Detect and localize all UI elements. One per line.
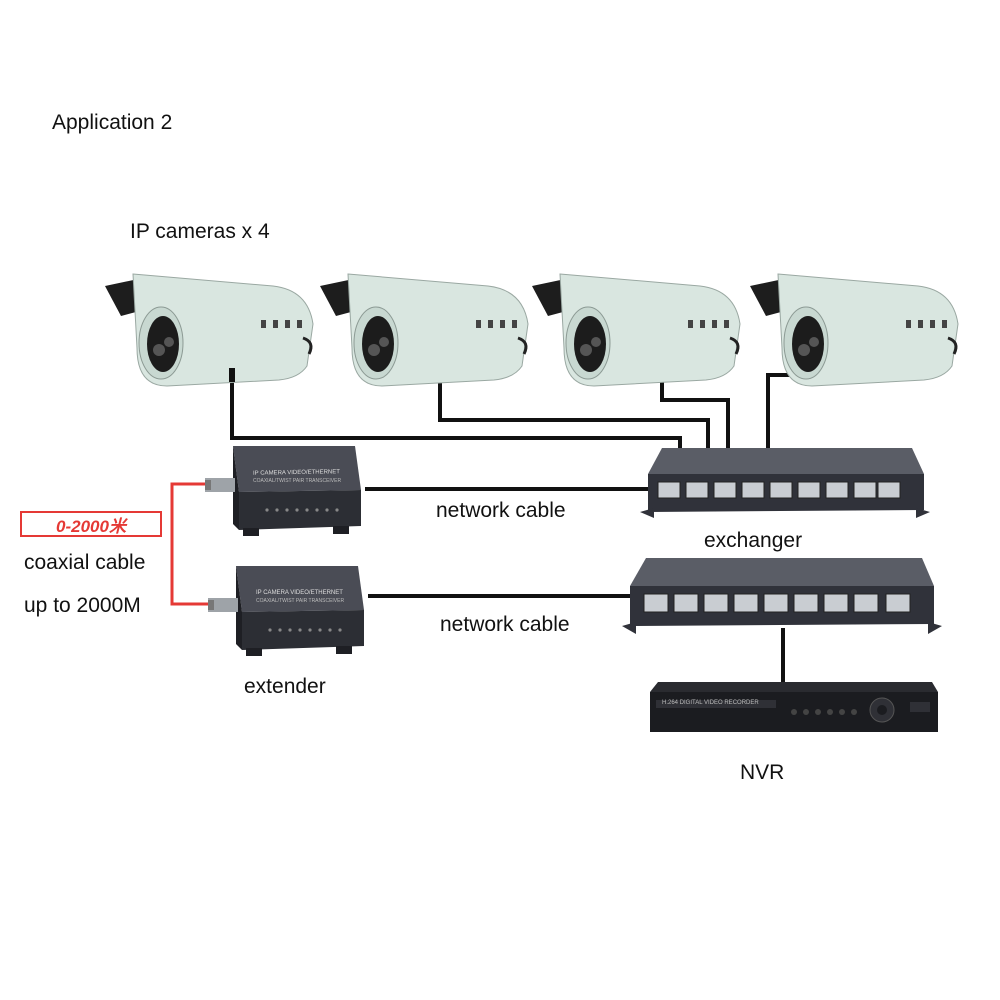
ip-camera-1 <box>103 268 323 408</box>
extender-1: IP CAMERA VIDEO/ETHERNET COAXIAL/TWIST P… <box>205 440 361 540</box>
ip-camera-2 <box>318 268 538 408</box>
distance-badge-text: 0-2000米 <box>56 516 126 536</box>
camera-1-cable <box>230 375 682 452</box>
distance-badge: 0-2000米 <box>20 511 162 537</box>
page-title: Application 2 <box>52 111 173 134</box>
extender-2-label: IP CAMERA VIDEO/ETHERNET <box>256 590 343 596</box>
network-switch-exchanger <box>640 448 930 525</box>
coaxial-cable-label: coaxial cable <box>24 551 146 574</box>
network-switch-2 <box>622 558 942 641</box>
cameras-label: IP cameras x 4 <box>130 220 270 243</box>
camera-3-cable <box>660 372 730 452</box>
extender-2: IP CAMERA VIDEO/ETHERNET COAXIAL/TWIST P… <box>208 560 364 660</box>
nvr-recorder: H.264 DIGITAL VIDEO RECORDER <box>648 682 940 741</box>
nvr-text-label: NVR <box>740 761 785 784</box>
network-cable-top-label: network cable <box>436 499 566 522</box>
up-to-label: up to 2000M <box>24 594 141 617</box>
exchanger-label: exchanger <box>704 529 803 552</box>
ip-camera-4 <box>748 268 968 408</box>
coaxial-cable-line <box>170 482 212 606</box>
nvr-label: H.264 DIGITAL VIDEO RECORDER <box>662 700 759 706</box>
extender-2-label-line2: COAXIAL/TWIST PAIR TRANSCEIVER <box>256 598 345 604</box>
ip-camera-3 <box>530 268 750 408</box>
extender-1-label-line2: COAXIAL/TWIST PAIR TRANSCEIVER <box>253 478 342 484</box>
camera-2-cable <box>438 372 710 452</box>
network-cable-bottom-label: network cable <box>440 613 570 636</box>
extender-label: extender <box>244 675 326 698</box>
